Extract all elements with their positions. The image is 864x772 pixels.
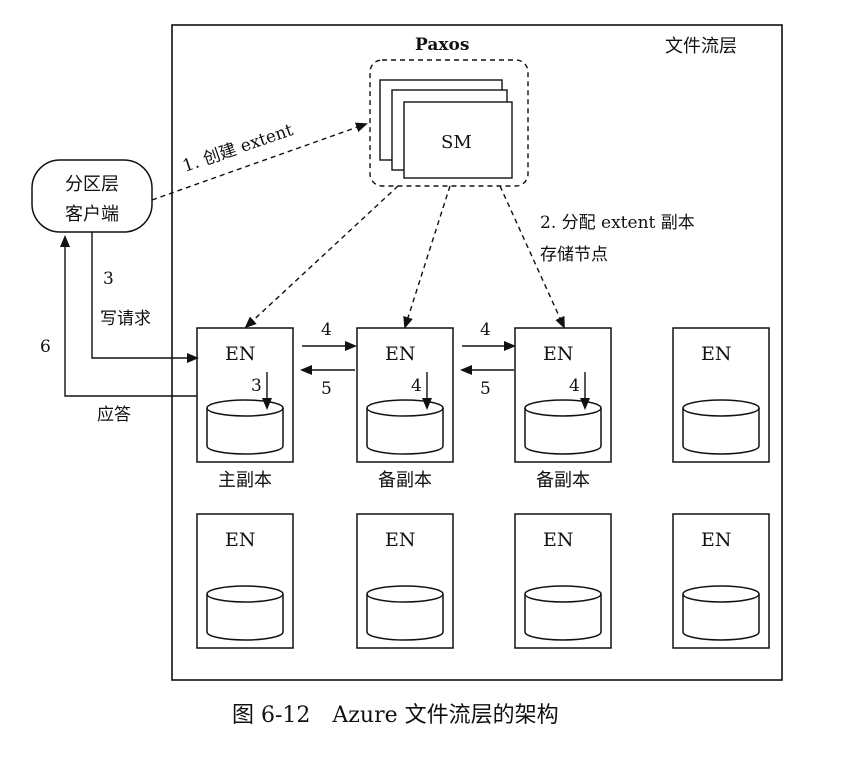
ack-label-2: 5	[480, 379, 491, 399]
allocate-label-line1: 2. 分配 extent 副本	[540, 213, 695, 233]
sm-to-en-secondary1-arrow	[403, 185, 451, 329]
extent-node-label: EN	[385, 529, 416, 551]
extent-node: EN 3	[196, 327, 294, 463]
disk-icon	[366, 585, 444, 641]
sm-label: SM	[441, 132, 472, 153]
extent-node: EN	[672, 513, 770, 649]
extent-node-label: EN	[543, 529, 574, 551]
write-step-label: 3	[103, 269, 114, 289]
extent-node-box	[356, 327, 454, 463]
extent-node-label: EN	[701, 343, 732, 365]
extent-node-grid: EN 3 主副本 EN 4 备副本 EN 4 备副本 EN EN EN EN EN	[196, 327, 770, 649]
replica-role-label: 主副本	[218, 470, 272, 491]
allocate-label-line2: 存储节点	[540, 245, 608, 265]
disk-icon	[206, 585, 284, 641]
paxos-label: Paxos	[415, 35, 469, 55]
disk-icon	[524, 585, 602, 641]
disk-icon	[682, 585, 760, 641]
replica-role-label: 备副本	[378, 470, 432, 491]
extent-node-label: EN	[385, 343, 416, 365]
reply-label: 应答	[97, 405, 131, 425]
extent-node-label: EN	[701, 529, 732, 551]
sm-to-en-primary-arrow	[244, 185, 399, 329]
sm-to-en-secondary2-arrow	[499, 185, 565, 329]
disk-icon	[524, 399, 602, 455]
extent-node: EN	[196, 513, 294, 649]
extent-node-label: EN	[225, 343, 256, 365]
extent-node: EN	[356, 513, 454, 649]
replica-role-label: 备副本	[536, 470, 590, 491]
extent-node-label: EN	[543, 343, 574, 365]
forward-label-2: 4	[480, 320, 491, 340]
stream-layer-box	[171, 24, 783, 681]
figure-caption: 图 6-12 Azure 文件流层的架构	[232, 703, 559, 728]
reply-step-label: 6	[40, 337, 51, 357]
paxos-group-box	[369, 59, 529, 187]
write-request-arrow	[91, 232, 199, 363]
extent-node: EN 4	[514, 327, 612, 463]
extent-node-box	[672, 327, 770, 463]
stream-layer-title: 文件流层	[665, 36, 737, 57]
extent-node-box	[514, 513, 612, 649]
sm-box	[403, 101, 513, 179]
extent-node-box	[196, 327, 294, 463]
local-write-label: 4	[411, 376, 422, 396]
extent-node: EN	[672, 327, 770, 463]
create-extent-arrow	[151, 122, 368, 201]
extent-node-box	[672, 513, 770, 649]
client-line1: 分区层	[65, 174, 119, 195]
reply-arrow	[60, 235, 197, 397]
extent-node: EN 4	[356, 327, 454, 463]
create-extent-label: 1. 创建 extent	[180, 120, 296, 177]
write-request-label: 写请求	[100, 309, 151, 329]
extent-node-box	[514, 327, 612, 463]
forward-label-1: 4	[321, 320, 332, 340]
disk-icon	[206, 399, 284, 455]
extent-node-box	[356, 513, 454, 649]
extent-node-box	[196, 513, 294, 649]
client-line2: 客户端	[65, 204, 119, 225]
disk-icon	[366, 399, 444, 455]
local-write-label: 4	[569, 376, 580, 396]
ack-label-1: 5	[321, 379, 332, 399]
extent-node: EN	[514, 513, 612, 649]
extent-node-label: EN	[225, 529, 256, 551]
disk-icon	[682, 399, 760, 455]
local-write-label: 3	[251, 376, 262, 396]
